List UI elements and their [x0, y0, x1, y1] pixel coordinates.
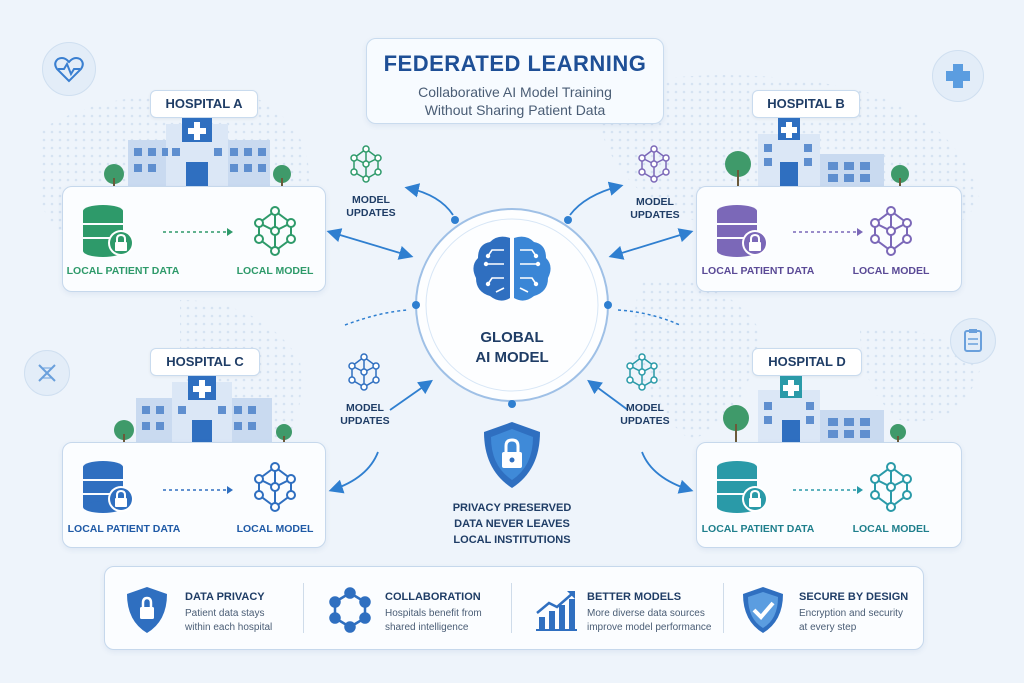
hospital-c-panel: LOCAL PATIENT DATA LOCAL MODEL	[62, 442, 326, 548]
hospital-a-label: HOSPITAL A	[150, 90, 258, 118]
dna-icon	[24, 350, 70, 396]
database-lock-icon	[715, 203, 769, 259]
subtitle-line-2: Without Sharing Patient Data	[424, 102, 606, 118]
hospital-b-label: HOSPITAL B	[752, 90, 860, 118]
dashed-arrow	[793, 228, 863, 236]
updates-line-1: MODEL	[626, 402, 664, 414]
network-icon	[865, 461, 917, 513]
hospital-a-panel: LOCAL PATIENT DATA LOCAL MODEL	[62, 186, 326, 292]
feature-desc-line: at every step	[799, 622, 857, 633]
network-icon	[249, 461, 301, 513]
updates-line-1: MODEL	[636, 196, 674, 208]
hospital-building-icon	[718, 376, 914, 444]
hospital-c-label: HOSPITAL C	[150, 348, 260, 376]
shield-lock-icon	[125, 585, 169, 635]
feature-desc-line: Hospitals benefit from	[385, 608, 482, 619]
divider	[303, 583, 304, 633]
database-lock-icon	[81, 203, 135, 259]
feature-title: BETTER MODELS	[587, 591, 682, 603]
updates-line-1: MODEL	[346, 402, 384, 414]
hospital-building-icon	[112, 376, 294, 444]
feature-collaboration: COLLABORATION Hospitals benefit from shar…	[385, 591, 501, 635]
page-title: FEDERATED LEARNING	[383, 51, 647, 76]
hospital-d-label: HOSPITAL D	[752, 348, 862, 376]
heart-pulse-icon	[42, 42, 96, 96]
feature-desc-line: within each hospital	[185, 622, 273, 633]
feature-desc-line: More diverse data sources	[587, 608, 705, 619]
network-icon	[346, 144, 386, 184]
updates-line-2: UPDATES	[620, 415, 670, 427]
feature-title: DATA PRIVACY	[185, 591, 265, 603]
hospital-b-panel: LOCAL PATIENT DATA LOCAL MODEL	[696, 186, 962, 292]
updates-line-1: MODEL	[352, 194, 390, 206]
local-model-label: LOCAL MODEL	[236, 265, 314, 277]
privacy-line-3: LOCAL INSTITUTIONS	[453, 534, 571, 546]
feature-data-privacy: DATA PRIVACY Patient data stays within ea…	[185, 591, 295, 635]
global-model-line-1: GLOBAL	[480, 329, 544, 346]
privacy-line-1: PRIVACY PRESERVED	[452, 502, 572, 514]
network-icon	[634, 144, 674, 184]
local-patient-data-label: LOCAL PATIENT DATA	[67, 523, 181, 535]
updates-line-2: UPDATES	[340, 415, 390, 427]
features-bar: DATA PRIVACY Patient data stays within ea…	[104, 566, 924, 650]
growth-chart-icon	[533, 587, 579, 633]
local-patient-data-label: LOCAL PATIENT DATA	[701, 265, 815, 277]
local-patient-data-label: LOCAL PATIENT DATA	[66, 265, 180, 277]
feature-better-models: BETTER MODELS More diverse data sources i…	[587, 591, 723, 635]
page-subtitle: Collaborative AI Model Training Without …	[367, 83, 663, 119]
database-lock-icon	[715, 459, 769, 515]
privacy-shield-icon	[480, 420, 544, 490]
feature-desc-line: Patient data stays	[185, 608, 265, 619]
network-icon	[344, 352, 384, 392]
local-model-label: LOCAL MODEL	[852, 265, 930, 277]
local-model-label: LOCAL MODEL	[852, 523, 930, 535]
local-patient-data-label: LOCAL PATIENT DATA	[701, 523, 815, 535]
feature-desc: Encryption and security at every step	[799, 607, 915, 635]
feature-desc-line: Encryption and security	[799, 608, 903, 619]
hospital-building-icon	[100, 118, 294, 188]
feature-desc: Hospitals benefit from shared intelligenc…	[385, 607, 501, 635]
local-model-label: LOCAL MODEL	[236, 523, 314, 535]
updates-line-2: UPDATES	[346, 207, 396, 219]
global-model-label: GLOBAL AI MODEL	[452, 328, 572, 368]
divider	[511, 583, 512, 633]
privacy-caption: PRIVACY PRESERVED DATA NEVER LEAVES LOCA…	[432, 500, 592, 548]
dashed-arrow	[793, 486, 863, 494]
feature-title: COLLABORATION	[385, 591, 481, 603]
privacy-line-2: DATA NEVER LEAVES	[454, 518, 570, 530]
clipboard-icon	[950, 318, 996, 364]
feature-desc-line: shared intelligence	[385, 622, 469, 633]
dashed-arrow	[163, 228, 233, 236]
global-model-line-2: AI MODEL	[475, 349, 549, 366]
hospital-building-icon	[720, 118, 916, 188]
divider	[723, 583, 724, 633]
network-icon	[327, 587, 373, 633]
subtitle-line-1: Collaborative AI Model Training	[418, 84, 612, 100]
medical-cross-icon	[932, 50, 984, 102]
hospital-d-panel: LOCAL PATIENT DATA LOCAL MODEL	[696, 442, 962, 548]
title-box: FEDERATED LEARNING Collaborative AI Mode…	[366, 38, 664, 124]
feature-desc: Patient data stays within each hospital	[185, 607, 295, 635]
network-icon	[622, 352, 662, 392]
network-icon	[865, 205, 917, 257]
feature-title: SECURE BY DESIGN	[799, 591, 909, 603]
network-icon	[249, 205, 301, 257]
shield-check-icon	[741, 585, 785, 635]
database-lock-icon	[81, 459, 135, 515]
feature-desc-line: improve model performance	[587, 622, 712, 633]
feature-desc: More diverse data sources improve model p…	[587, 607, 723, 635]
brain-icon	[468, 232, 556, 308]
feature-secure-by-design: SECURE BY DESIGN Encryption and security…	[799, 591, 915, 635]
updates-line-2: UPDATES	[630, 209, 680, 221]
dashed-arrow	[163, 486, 233, 494]
